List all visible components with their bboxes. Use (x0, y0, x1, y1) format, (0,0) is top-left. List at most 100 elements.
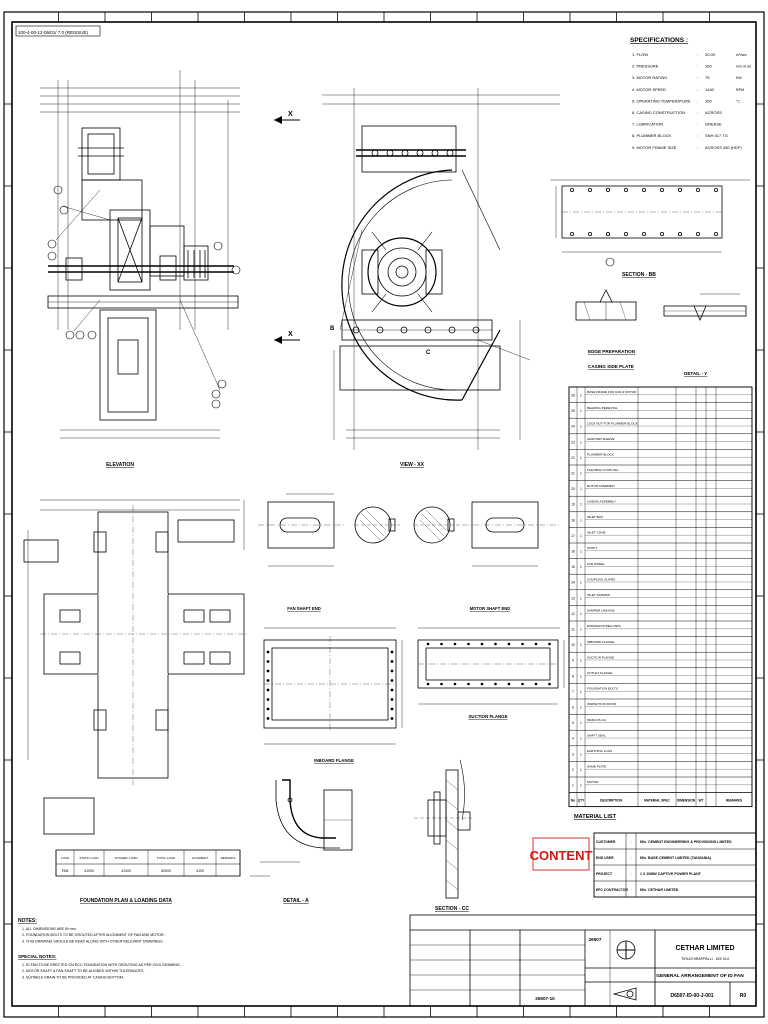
special-notes-title: SPECIAL NOTES: (18, 954, 57, 959)
spec-colon: : (697, 75, 698, 80)
material-row-qty: 1 (580, 581, 582, 585)
spec-value: ACROSS (705, 110, 722, 115)
material-row-no: 19 (571, 503, 575, 507)
material-row-qty: 1 (580, 643, 582, 647)
elevation-label: ELEVATION (106, 462, 134, 468)
bolt-hole (467, 682, 470, 686)
material-header-cell: QTY (578, 799, 585, 803)
spec-colon: : (697, 110, 698, 115)
customer-value: 1 X 10MW CAPTIVE POWER PLANT (640, 872, 702, 876)
material-row-no: 17 (571, 534, 575, 538)
spec-unit: m³/sec (736, 53, 747, 57)
bolt-hole (453, 642, 457, 646)
note-line: 1. ALL DIMENSIONS ARE IN mm. (22, 927, 77, 931)
material-row-desc: FLEXIBLE COUPLING (587, 468, 619, 472)
customer-label: EPC CONTRACTOR (596, 888, 629, 892)
material-header-cell: DIMENSION (677, 799, 696, 803)
customer-colon: : (631, 888, 632, 892)
spec-value: 150 (705, 98, 712, 103)
flange-bolt-holes (266, 642, 551, 720)
material-row-qty: 1 (580, 737, 582, 741)
material-row-desc: DAMPER LINKAGE (587, 609, 615, 613)
material-row-qty: 1 (580, 721, 582, 725)
spec-value: GREASE (705, 122, 722, 127)
special-note-line: 1. ID FAN TO BE ERECTED ON RCC FOUNDATIO… (22, 963, 181, 967)
material-row-no: 13 (571, 596, 575, 600)
grid-ticks (4, 12, 764, 1017)
material-row-desc: INLET DAMPER (587, 593, 611, 597)
spec-colon: : (697, 133, 698, 138)
material-row-no: 4 (572, 737, 574, 741)
customer-label: CUSTOMER (596, 840, 616, 844)
inboard-flange (263, 627, 403, 745)
material-row-qty: 1 (580, 690, 582, 694)
material-row-qty: 1 (580, 394, 582, 398)
section-bb-label: SECTION - BB (622, 272, 656, 278)
company-name: CETHAR LIMITED (675, 945, 734, 952)
material-row-qty: 1 (580, 752, 582, 756)
material-row-no: 15 (571, 565, 575, 569)
material-row-desc: NAME PLATE (587, 765, 606, 769)
foundation-header-cell: LOAD/BOLT (192, 856, 209, 860)
material-row-no: 20 (571, 487, 575, 491)
material-row-no: 2 (572, 768, 574, 772)
bolt-hole (494, 682, 497, 686)
drawing-ref-top: 100-4-00-12-06/01/ 7.0 (REISSUE) (18, 30, 89, 35)
spec-value: 1440 (705, 87, 715, 92)
bolt-hole (390, 707, 394, 711)
spec-colon: : (697, 145, 698, 150)
spec-colon: : (697, 87, 698, 92)
spec-colon: : (697, 52, 698, 57)
material-row-no: 25 (571, 409, 575, 413)
special-note-line: 3. SUITABLE DRAIN TO BE PROVIDED AT CASI… (22, 975, 124, 979)
material-row-no: 1 (572, 784, 574, 788)
bolt-hole (266, 660, 270, 663)
bolt-hole (390, 679, 394, 682)
suction-flange-label: SUCTION FLANGE (468, 714, 507, 719)
material-row-no: 18 (571, 518, 575, 522)
spec-label: 4. MOTOR SPEED (632, 87, 666, 92)
material-row-desc: SHAFT (587, 546, 597, 550)
spec-colon: : (697, 122, 698, 127)
spec-label: 2. PRESSURE (632, 64, 659, 69)
material-row-qty: 1 (580, 628, 582, 632)
material-row-qty: 1 (580, 425, 582, 429)
foundation-header-cell: DYNAMIC LOAD (115, 856, 139, 860)
material-row-desc: OUTLET FLANGE (587, 671, 612, 675)
bolt-hole (426, 682, 430, 686)
spec-unit: RPM (736, 88, 744, 92)
spec-colon: : (697, 64, 698, 69)
bolt-hole (534, 642, 538, 646)
detail-a (250, 779, 353, 877)
material-row-qty: 1 (580, 487, 582, 491)
material-row-desc: BASE FRAME FOR FAN & MOTOR (587, 390, 637, 394)
customer-label: END USER (596, 856, 614, 860)
bolt-hole (266, 679, 270, 682)
bolt-hole (390, 660, 394, 663)
material-row-desc: EXPANSION BELLOWS (587, 624, 621, 628)
material-row-desc: SHAFT SEAL (587, 733, 606, 737)
bolt-hole (507, 642, 511, 646)
spec-label: 6. CASING CONSTRUCTION (632, 110, 685, 115)
spec-value: SNH 517 TG (705, 133, 728, 138)
material-row-desc: INLET BOX (587, 515, 603, 519)
marker-b: B (330, 326, 335, 332)
content-stamp-text: CONTENT (530, 848, 593, 863)
bolt-hole (266, 669, 270, 673)
customer-colon: : (631, 840, 632, 844)
material-row-qty: 1 (580, 784, 582, 788)
material-row-no: 5 (572, 721, 574, 725)
bolt-hole (440, 682, 443, 686)
marker-x-top: X (288, 111, 293, 118)
material-row-qty: 1 (580, 472, 582, 476)
foundation-cell: 4100 (196, 869, 204, 873)
material-row-desc: PLUMMER BLOCK (587, 453, 615, 457)
material-row-no: 12 (571, 612, 575, 616)
material-row-no: 8 (572, 674, 574, 678)
material-row-desc: DRAIN PLUG (587, 718, 607, 722)
spec-label: 1. FLOW (632, 52, 648, 57)
material-row-no: 7 (572, 690, 574, 694)
elevation-view (40, 70, 241, 439)
spec-label: 5. OPERATING TEMPERATURE (632, 98, 691, 103)
bolt-hole (480, 682, 484, 686)
